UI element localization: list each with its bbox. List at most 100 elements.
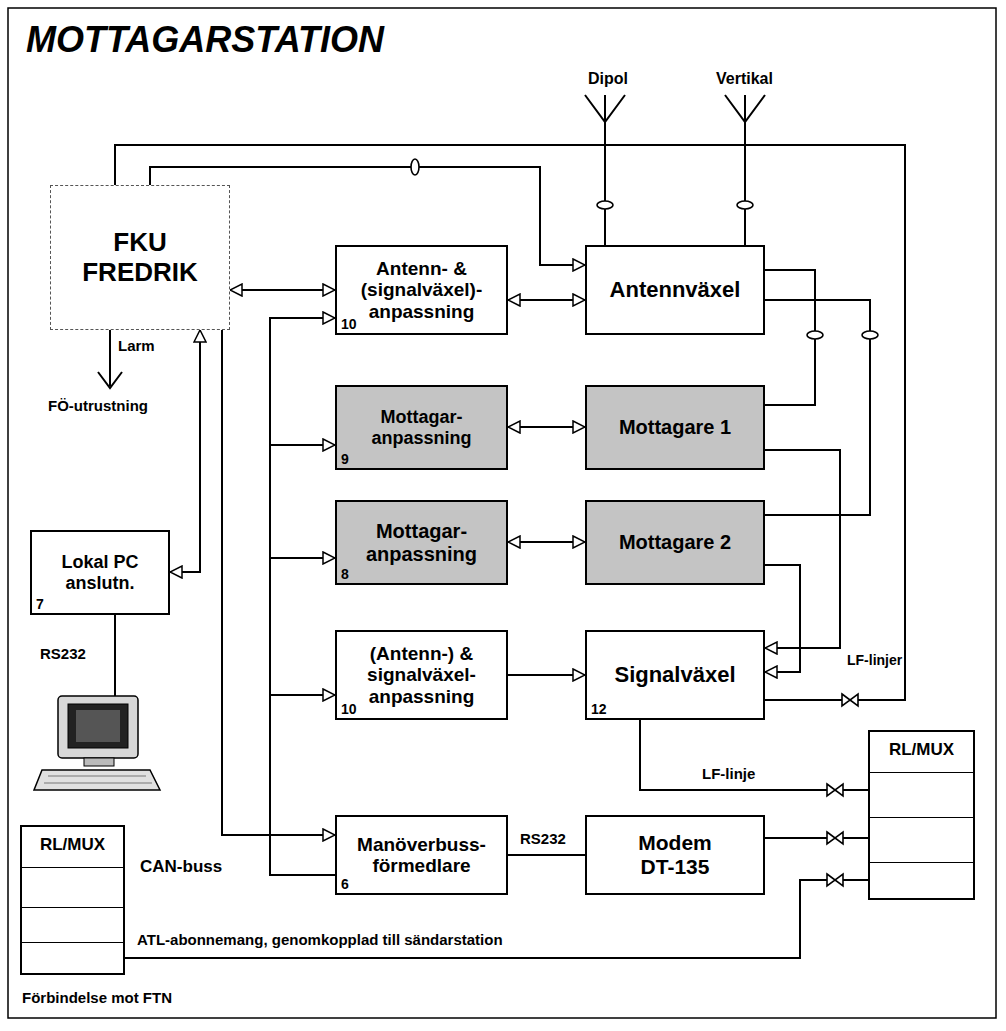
table-row-line xyxy=(22,867,123,868)
box-text: Mottagar- anpassning xyxy=(347,520,497,565)
drawing-part xyxy=(827,874,843,886)
connector xyxy=(115,145,905,700)
computer-illustration xyxy=(34,696,160,790)
box-text: Signalväxel xyxy=(614,663,735,688)
text-label: FÖ-utrustning xyxy=(48,398,148,415)
box-text: RL/MUX xyxy=(889,740,954,759)
box-text: Manöverbuss- förmedlare xyxy=(347,834,497,877)
drawing-part xyxy=(585,95,625,245)
callout-number: 8 xyxy=(341,567,349,581)
text-holder: RL/MUX xyxy=(870,732,973,898)
drawing-part xyxy=(725,95,765,245)
box-text: FKU FREDRIK xyxy=(75,228,205,286)
connector xyxy=(765,300,870,515)
text-holder: Modem DT-135 xyxy=(587,817,763,893)
box-text: Antennväxel xyxy=(610,278,741,303)
text-label: Vertikal xyxy=(716,70,773,88)
text-holder: Mottagar- anpassning xyxy=(337,502,506,583)
process-box: Lokal PC anslutn. 7 xyxy=(30,530,170,615)
text-holder: Manöverbuss- förmedlare xyxy=(337,817,506,893)
diagram-title: MOTTAGARSTATION xyxy=(26,20,384,60)
connector xyxy=(230,289,335,291)
text-holder: Mottagar- anpassning xyxy=(337,387,506,468)
table-row-line xyxy=(870,817,973,818)
edge-label: RS232 xyxy=(518,831,568,848)
callout-number: 10 xyxy=(341,702,357,716)
drawing-part xyxy=(737,201,753,209)
connector-symbol xyxy=(827,694,858,886)
table-row-line xyxy=(870,862,973,863)
connector xyxy=(508,541,585,543)
connector xyxy=(508,854,585,856)
connector xyxy=(640,720,868,790)
callout-number: 6 xyxy=(341,877,349,891)
text-label: Förbindelse mot FTN xyxy=(22,990,172,1007)
shaded-box: Mottagar- anpassning 9 xyxy=(335,385,508,470)
text-holder: Signalväxel xyxy=(587,632,763,718)
box-text: Lokal PC anslutn. xyxy=(43,552,158,592)
process-box: Antenn- & (signalväxel)- anpassning10 xyxy=(335,245,508,335)
dashed-box: FKU FREDRIK xyxy=(50,185,230,330)
callout-number: 7 xyxy=(36,597,44,611)
table-row-line xyxy=(22,942,123,943)
process-box: (Antenn-) & signalväxel- anpassning10 xyxy=(335,630,508,720)
text-label: LF-linjer xyxy=(845,653,904,668)
connector xyxy=(508,674,585,676)
text-holder: Antenn- & (signalväxel)- anpassning xyxy=(337,247,506,333)
drawing-part xyxy=(84,758,114,766)
drawing-part xyxy=(862,331,878,339)
text-holder: Mottagare 1 xyxy=(587,387,763,468)
connector xyxy=(765,565,800,672)
connector xyxy=(508,426,585,428)
process-box: RL/MUX xyxy=(20,825,125,975)
text-label: Larm xyxy=(118,338,155,355)
rs232-line xyxy=(114,615,116,696)
drawing-part xyxy=(842,694,858,706)
connector xyxy=(765,450,840,648)
callout-number: 9 xyxy=(341,452,349,466)
drawing-part xyxy=(44,776,152,783)
drawing-part xyxy=(76,710,120,742)
text-holder: Antennväxel xyxy=(587,247,763,333)
connector xyxy=(270,558,335,875)
process-box: RL/MUX xyxy=(868,730,975,900)
text-holder: FKU FREDRIK xyxy=(51,186,229,329)
callout-number: 12 xyxy=(591,702,607,716)
drawing-part xyxy=(58,696,138,758)
shaded-box: Mottagar- anpassning 8 xyxy=(335,500,508,585)
text-label: CAN-buss xyxy=(140,858,222,877)
text-holder: RL/MUX xyxy=(22,827,123,973)
box-text: RL/MUX xyxy=(40,835,105,854)
text-holder: Lokal PC anslutn. xyxy=(32,532,168,613)
shaded-box: Mottagare 2 xyxy=(585,500,765,585)
drawing-part xyxy=(68,704,128,748)
connector xyxy=(222,330,335,835)
connector xyxy=(270,318,335,875)
drawing-part xyxy=(597,201,613,209)
edge-label: ATL-abonnemang, genomkopplad till sändar… xyxy=(135,932,505,949)
process-box: Antennväxel xyxy=(585,245,765,335)
table-row-line xyxy=(870,772,973,773)
callout-number: 10 xyxy=(341,317,357,331)
edge-label: LF-linje xyxy=(700,766,757,783)
drawing-part xyxy=(827,832,843,844)
frame xyxy=(8,8,996,1018)
box-text: Mottagare 1 xyxy=(619,416,731,438)
antenna-symbol xyxy=(585,95,765,245)
box-text: Modem DT-135 xyxy=(620,831,730,878)
text-label: Dipol xyxy=(588,70,628,88)
drawing-part xyxy=(827,784,843,796)
drawing-part xyxy=(411,159,419,175)
box-text: Antenn- & (signalväxel)- anpassning xyxy=(347,258,497,322)
process-box: Modem DT-135 xyxy=(585,815,765,895)
box-text: Mottagare 2 xyxy=(619,531,731,553)
text-holder: Mottagare 2 xyxy=(587,502,763,583)
connector xyxy=(765,837,868,839)
box-text: Mottagar- anpassning xyxy=(347,407,497,447)
connector xyxy=(270,695,335,875)
text-holder: (Antenn-) & signalväxel- anpassning xyxy=(337,632,506,718)
drawing-part xyxy=(34,770,160,790)
table-row-line xyxy=(22,907,123,908)
text-label: RS232 xyxy=(40,646,86,663)
